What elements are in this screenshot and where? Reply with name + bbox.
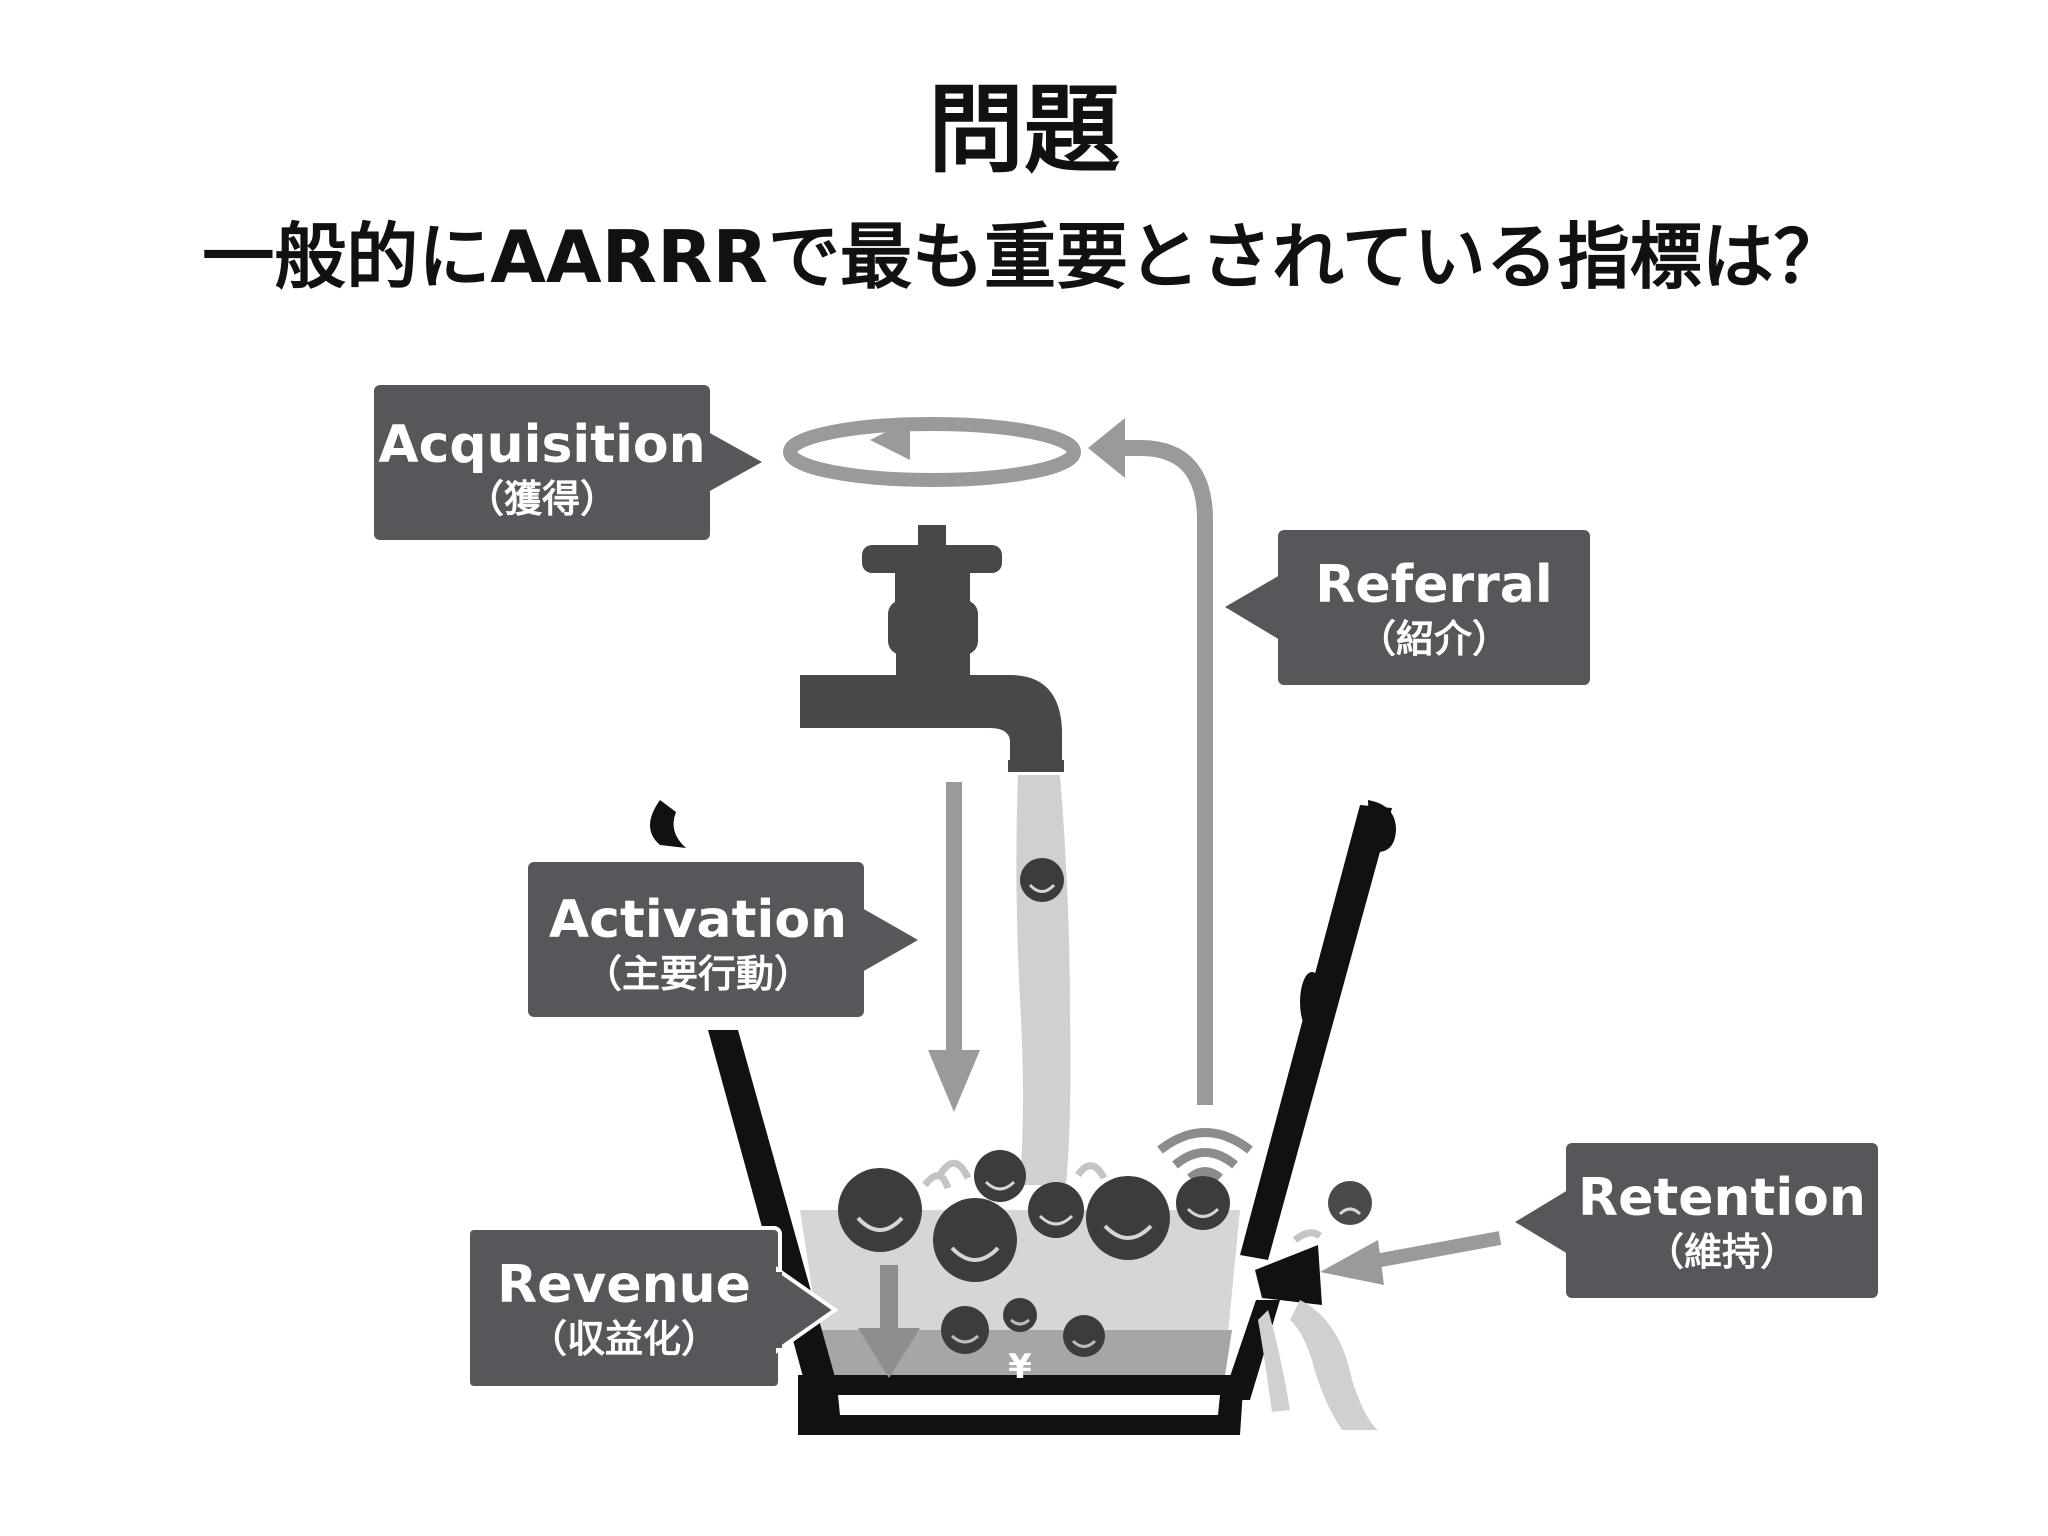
face-low-2 [1003,1298,1037,1332]
face-2 [974,1150,1026,1202]
face-low-3 [1063,1315,1105,1357]
face-3 [933,1198,1017,1282]
face-6 [1176,1176,1230,1230]
slide-title: 問題 [928,74,1120,186]
face-low-1 [941,1306,989,1354]
label-revenue: Revenue （収益化） [466,1226,839,1390]
yen-symbol: ¥ [1008,1347,1032,1387]
revenue-arrow [858,1265,920,1378]
face-falling [1020,858,1064,902]
face-sad [1328,1181,1372,1225]
referral-sublabel: （紹介） [1358,617,1510,661]
activation-arrow [928,782,980,1112]
face-4 [1028,1182,1084,1238]
revenue-label: Revenue [497,1255,751,1315]
label-retention: Retention （維持） [1515,1143,1878,1298]
face-1 [838,1168,922,1252]
label-referral: Referral （紹介） [1225,530,1590,685]
label-acquisition: Acquisition （獲得） [374,385,762,540]
faucet [800,525,1064,772]
user-faces: ¥ [838,858,1372,1387]
activation-sublabel: （主要行動） [584,952,812,996]
referral-arrow [1088,418,1253,1182]
slide-subtitle: 一般的にAARRRで最も重要とされている指標は？ [202,215,1846,299]
revenue-sublabel: （収益化） [529,1317,719,1361]
retention-arrow [1320,1231,1502,1285]
retention-label: Retention [1578,1168,1866,1228]
acquisition-ring [783,417,1081,487]
label-activation: Activation （主要行動） [528,862,918,1017]
acquisition-label: Acquisition [378,415,705,475]
retention-sublabel: （維持） [1646,1230,1798,1274]
activation-label: Activation [549,890,847,950]
referral-label: Referral [1315,555,1552,615]
face-5 [1086,1176,1170,1260]
acquisition-sublabel: （獲得） [466,477,618,521]
leak-water [1258,1229,1378,1430]
water-stream [1016,775,1071,1185]
